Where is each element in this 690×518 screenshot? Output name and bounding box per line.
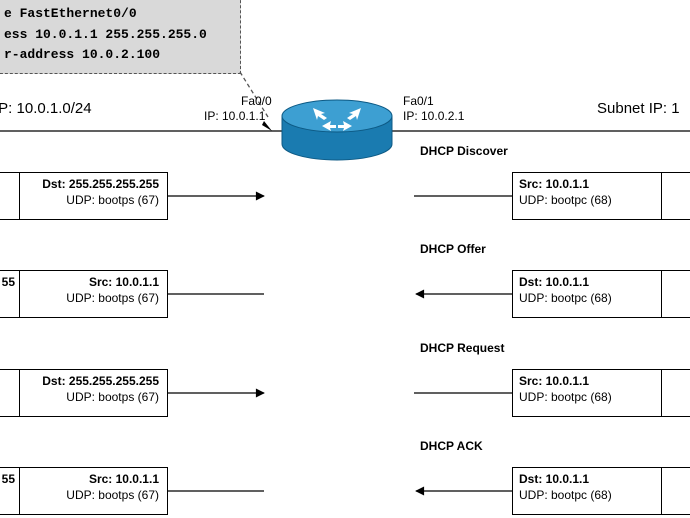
packet-left-ack: Src: 10.0.1.1 UDP: bootps (67) xyxy=(19,467,168,515)
packet-stub-left: 55 xyxy=(0,270,20,318)
message-title-discover: DHCP Discover xyxy=(420,144,508,158)
packet-line-2: UDP: bootpc (68) xyxy=(519,193,612,207)
packet-right-discover: Src: 10.0.1.1 UDP: bootpc (68) xyxy=(512,172,662,220)
packet-right-ack: Dst: 10.0.1.1 UDP: bootpc (68) xyxy=(512,467,662,515)
packet-left-offer: Src: 10.0.1.1 UDP: bootps (67) xyxy=(19,270,168,318)
config-line-2: ess 10.0.1.1 255.255.255.0 xyxy=(4,27,207,42)
packet-stub-right xyxy=(661,467,690,515)
packet-stub-right xyxy=(661,369,690,417)
packet-line-1: Dst: 255.255.255.255 xyxy=(42,374,159,388)
config-line-1: e FastEthernet0/0 xyxy=(4,6,137,21)
packet-line-2: UDP: bootpc (68) xyxy=(519,390,612,404)
packet-stub-right xyxy=(661,270,690,318)
packet-right-request: Src: 10.0.1.1 UDP: bootpc (68) xyxy=(512,369,662,417)
right-subnet-label: Subnet IP: 1 xyxy=(597,100,680,117)
router-right-iface: Fa0/1 xyxy=(403,94,434,108)
packet-stub-text: 55 xyxy=(1,275,15,289)
packet-line-1: Dst: 255.255.255.255 xyxy=(42,177,159,191)
callout-pointer-arrowhead xyxy=(262,121,272,131)
packet-line-1: Src: 10.0.1.1 xyxy=(519,374,590,388)
packet-line-2: UDP: bootps (67) xyxy=(66,390,159,404)
router-right-ip: IP: 10.0.2.1 xyxy=(403,109,465,123)
message-title-request: DHCP Request xyxy=(420,341,505,355)
packet-line-1: Src: 10.0.1.1 xyxy=(88,472,159,486)
packet-line-1: Src: 10.0.1.1 xyxy=(519,177,590,191)
packet-stub-left: 55 xyxy=(0,467,20,515)
left-subnet-label: IP: 10.0.1.0/24 xyxy=(0,100,92,117)
router-left-iface: Fa0/0 xyxy=(241,94,272,108)
message-title-offer: DHCP Offer xyxy=(420,242,486,256)
packet-stub-left xyxy=(0,369,20,417)
packet-line-1: Dst: 10.0.1.1 xyxy=(519,472,590,486)
config-line-3: r-address 10.0.2.100 xyxy=(4,47,161,62)
packet-line-2: UDP: bootps (67) xyxy=(66,291,159,305)
callout-pointer xyxy=(239,71,269,118)
config-callout xyxy=(0,0,241,74)
packet-left-request: Dst: 255.255.255.255 UDP: bootps (67) xyxy=(19,369,168,417)
packet-stub-right xyxy=(661,172,690,220)
packet-line-2: UDP: bootpc (68) xyxy=(519,291,612,305)
router-left-ip: IP: 10.0.1.1 xyxy=(204,109,266,123)
packet-line-2: UDP: bootpc (68) xyxy=(519,488,612,502)
packet-line-2: UDP: bootps (67) xyxy=(66,193,159,207)
packet-line-2: UDP: bootps (67) xyxy=(66,488,159,502)
packet-line-1: Src: 10.0.1.1 xyxy=(88,275,159,289)
message-title-ack: DHCP ACK xyxy=(420,439,483,453)
packet-stub-text: 55 xyxy=(1,472,15,486)
packet-right-offer: Dst: 10.0.1.1 UDP: bootpc (68) xyxy=(512,270,662,318)
packet-line-1: Dst: 10.0.1.1 xyxy=(519,275,590,289)
packet-stub-left xyxy=(0,172,20,220)
packet-left-discover: Dst: 255.255.255.255 UDP: bootps (67) xyxy=(19,172,168,220)
router-icon xyxy=(281,99,393,161)
